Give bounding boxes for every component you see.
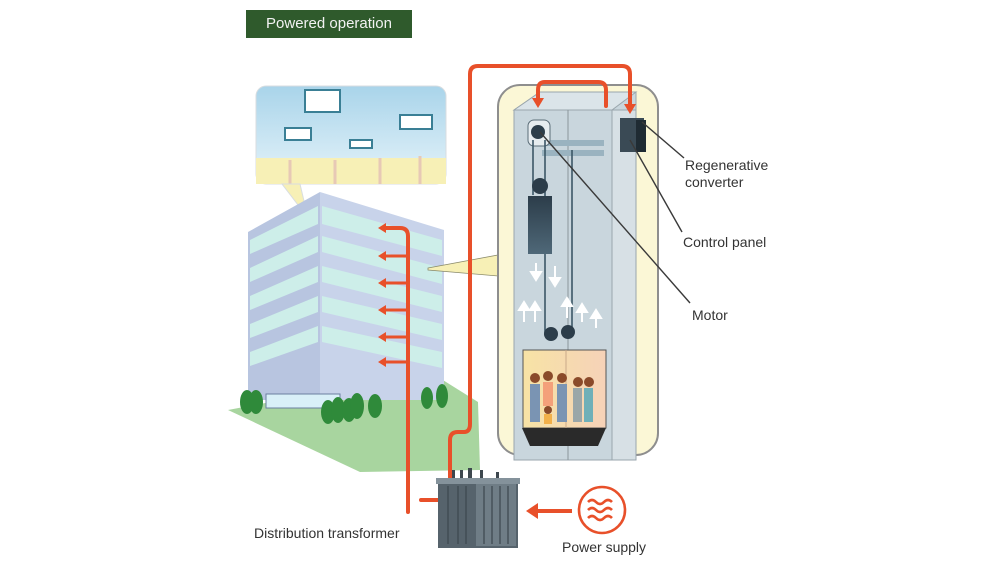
- distribution-transformer: [436, 468, 520, 548]
- diagram-title: Powered operation: [246, 10, 412, 38]
- ceiling-callout: [255, 85, 447, 219]
- leader-lines: [539, 121, 691, 304]
- label-regenerative-converter-line2: converter: [685, 174, 744, 190]
- counterweight: [528, 178, 552, 254]
- label-regenerative-converter-line1: Regenerative: [685, 157, 769, 173]
- power-supply-icon: [577, 485, 627, 535]
- motion-arrows: [517, 263, 603, 328]
- label-regenerative-converter: Regenerative converter: [685, 157, 768, 191]
- label-motor: Motor: [692, 307, 728, 323]
- label-control-panel: Control panel: [683, 234, 767, 250]
- office-building: [240, 192, 499, 424]
- motor: [527, 119, 551, 147]
- elevator-car: [522, 325, 607, 446]
- power-supply-arrow: [526, 503, 572, 519]
- label-distribution-transformer: Distribution transformer: [254, 525, 400, 541]
- control-panel: [620, 118, 646, 152]
- label-power-supply: Power supply: [562, 539, 647, 555]
- floor-feed-arrows: [386, 254, 408, 364]
